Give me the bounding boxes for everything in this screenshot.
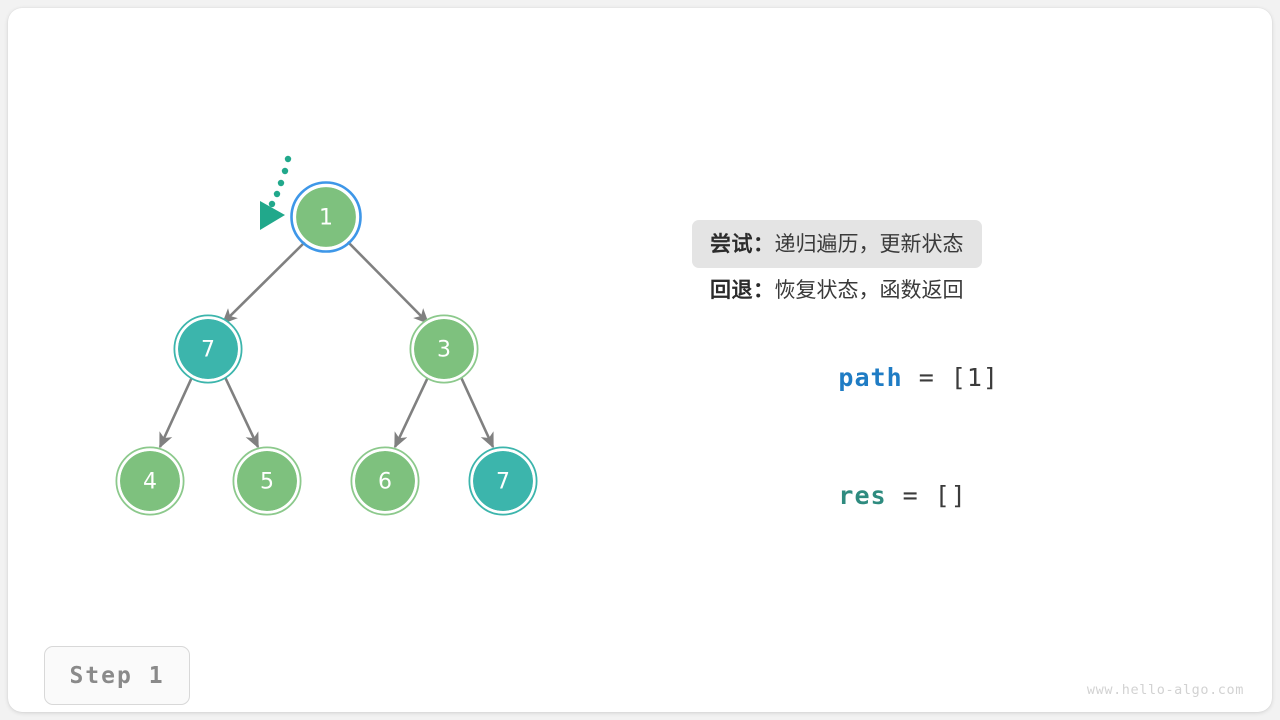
edge-1-to-7a <box>221 239 308 325</box>
pointer-trail <box>268 155 292 208</box>
pointer-arrow-icon <box>260 201 285 230</box>
tree-node-3[interactable]: 3 <box>409 314 479 384</box>
res-variable-value: = [] <box>886 481 967 510</box>
backtrack-label: 回退： <box>710 278 775 302</box>
tree-node-1-label: 1 <box>319 206 333 231</box>
edge-3-to-6 <box>393 374 431 449</box>
binary-tree-diagram: 1 7 3 4 <box>115 155 538 516</box>
try-line-wrapper: 尝试：递归遍历，更新状态 <box>692 220 1212 268</box>
tree-node-1[interactable]: 1 <box>290 181 362 253</box>
tree-node-6-label: 6 <box>378 470 392 495</box>
path-variable-name: path <box>838 363 903 392</box>
edge-3-to-7b <box>458 374 495 449</box>
backtrack-line: 回退：恢复状态，函数返回 <box>692 268 1212 312</box>
tree-edges <box>158 239 495 449</box>
tree-node-3-label: 3 <box>437 338 451 363</box>
tree-node-6[interactable]: 6 <box>350 446 420 516</box>
edge-7a-to-4 <box>158 374 195 449</box>
path-variable-value: = [1] <box>902 363 999 392</box>
tree-node-7-right[interactable]: 7 <box>468 446 538 516</box>
step-badge: Step 1 <box>44 646 190 705</box>
edge-7a-to-5 <box>222 374 260 449</box>
tree-node-4[interactable]: 4 <box>115 446 185 516</box>
try-value: 递归遍历，更新状态 <box>774 232 964 256</box>
tree-node-5[interactable]: 5 <box>232 446 302 516</box>
backtrack-value: 恢复状态，函数返回 <box>774 278 964 302</box>
tree-node-7-right-label: 7 <box>496 470 510 495</box>
try-line: 尝试：递归遍历，更新状态 <box>692 220 982 268</box>
tree-node-5-label: 5 <box>260 470 274 495</box>
tree-node-4-label: 4 <box>143 470 157 495</box>
tree-node-7-left[interactable]: 7 <box>173 314 243 384</box>
tree-node-7-left-label: 7 <box>201 338 215 363</box>
path-state-line: path = [1] <box>692 312 1212 392</box>
info-panel: 尝试：递归遍历，更新状态 回退：恢复状态，函数返回 path = [1] res… <box>692 220 1212 510</box>
watermark: www.hello-algo.com <box>1086 682 1244 698</box>
res-variable-name: res <box>838 481 887 510</box>
edge-1-to-3 <box>345 239 430 325</box>
try-label: 尝试： <box>710 232 775 256</box>
content-card: 1 7 3 4 <box>8 8 1272 712</box>
res-state-line: res = [] <box>692 430 1212 510</box>
